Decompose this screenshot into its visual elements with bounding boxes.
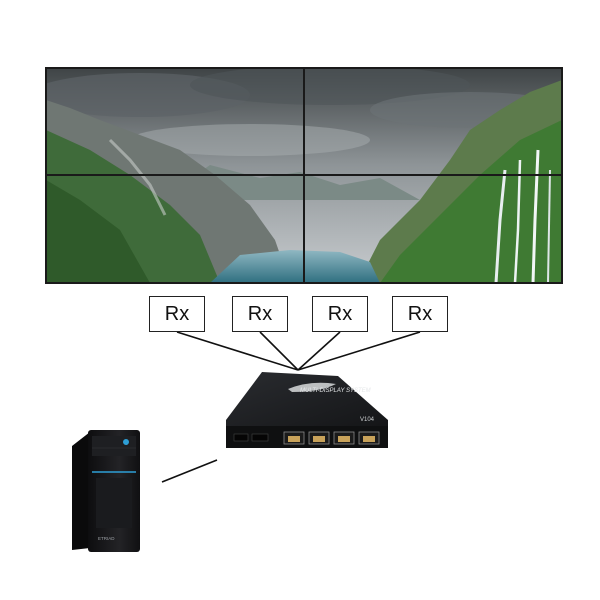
receiver-box-3: Rx [312,296,368,332]
line-rx3-to-controller [297,331,341,371]
controller-logo-text: MULTI-DISPLAY SYSTEM [300,388,371,394]
controller-model-text: V104 [360,417,375,423]
power-button-icon [123,439,129,445]
line-rx2-to-controller [259,331,299,371]
connection-lines [161,331,421,483]
receiver-label-2: Rx [247,302,273,325]
receiver-box-1: Rx [149,296,205,332]
receiver-label-1: Rx [164,302,190,325]
receiver-label-4: Rx [407,302,433,325]
multi-display-controller: MULTI-DISPLAY SYSTEM V104 [226,372,388,448]
line-rx1-to-controller [176,331,299,371]
computer-tower: ETRIAD [72,430,140,552]
computer-brand-text: ETRIAD [98,536,115,541]
receiver-box-2: Rx [232,296,288,332]
line-pc-to-controller [161,459,218,483]
landscape-image [46,68,562,283]
video-wall [45,67,563,284]
receiver-box-4: Rx [392,296,448,332]
receiver-label-3: Rx [327,302,353,325]
line-rx4-to-controller [297,331,421,371]
